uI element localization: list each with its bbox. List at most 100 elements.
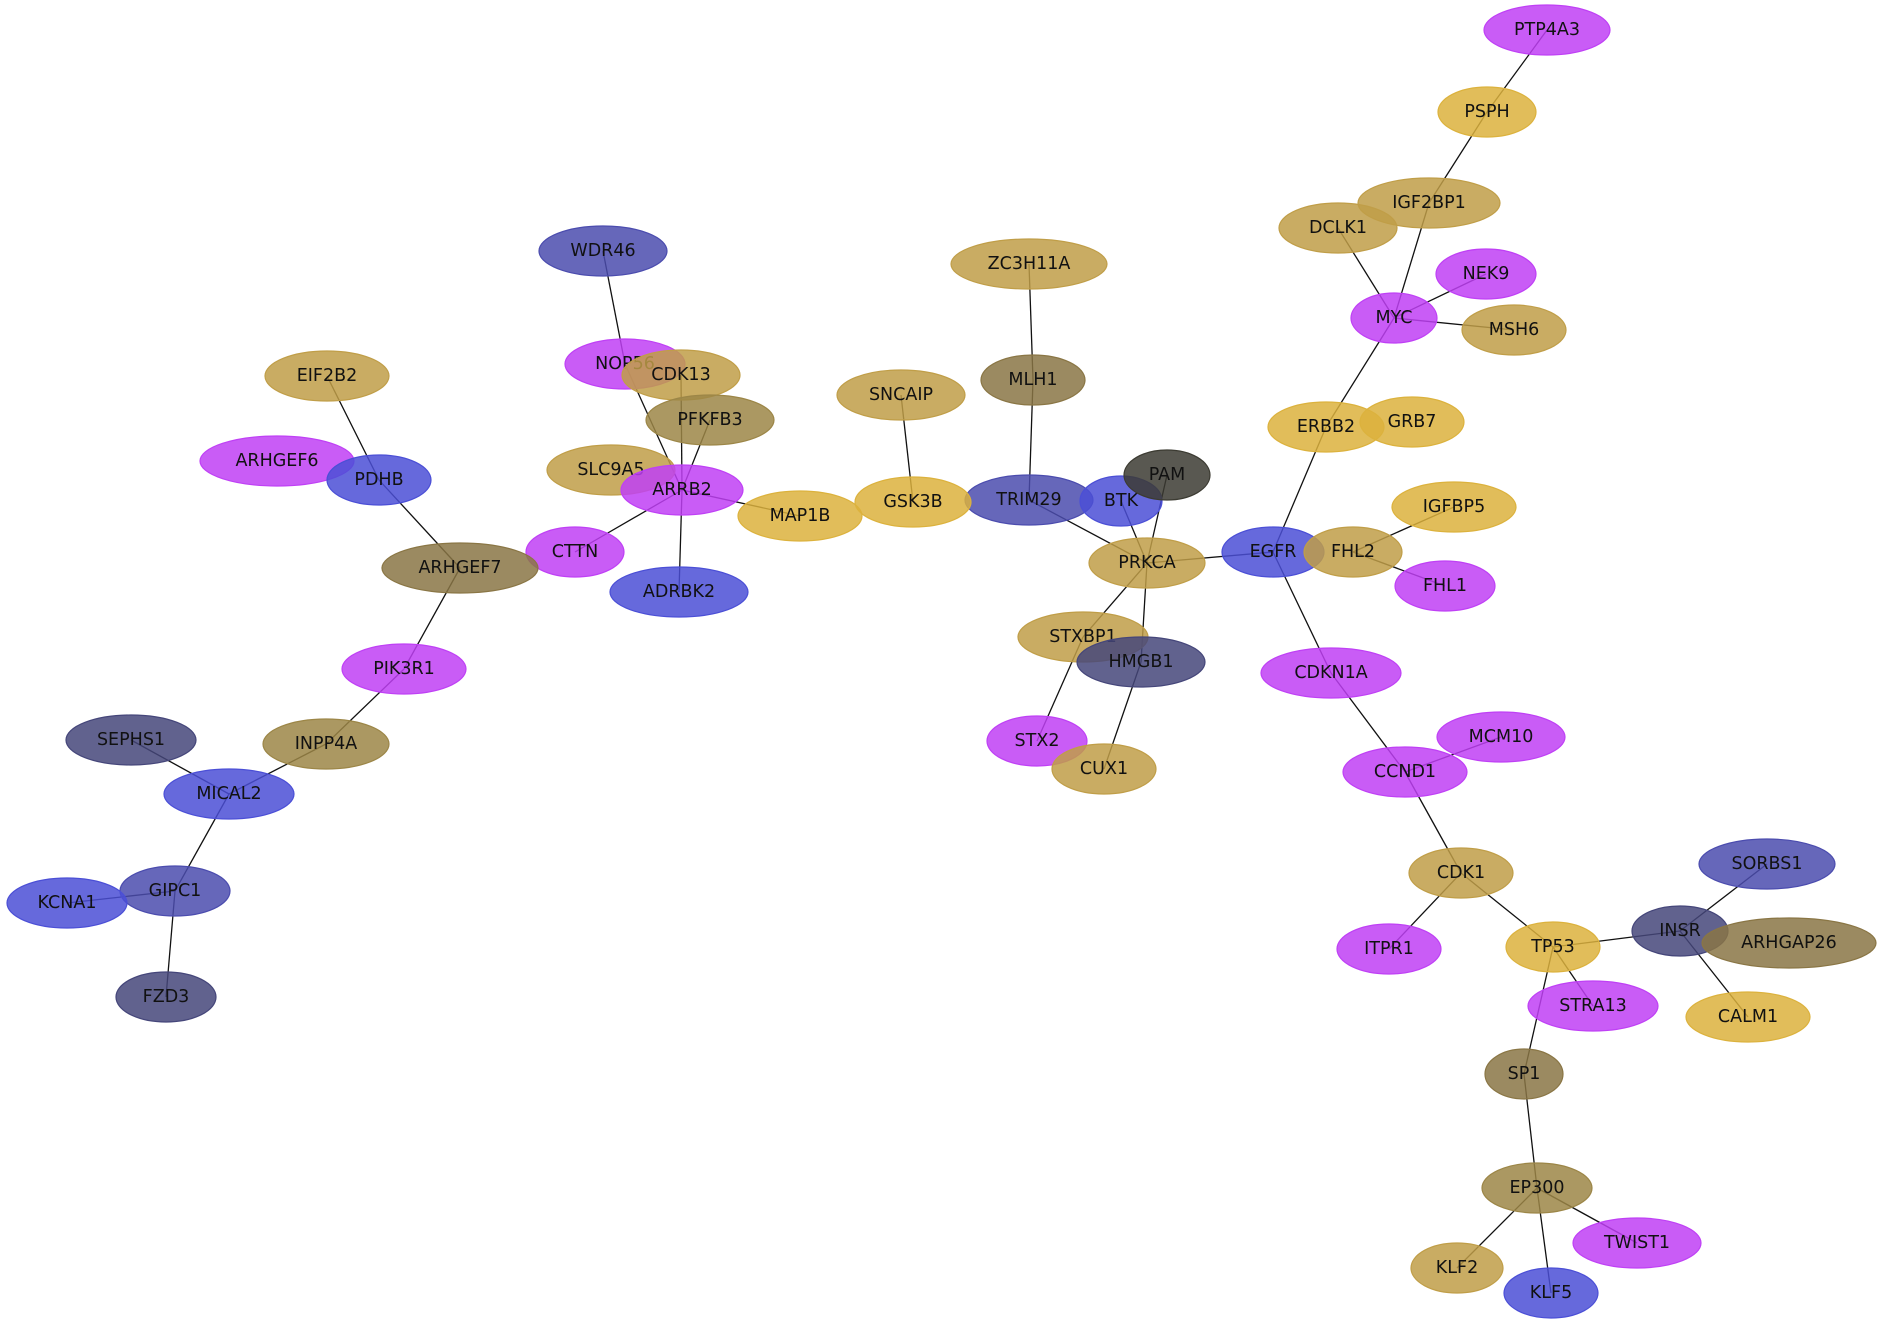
node-shape-msh6: [1461, 304, 1567, 356]
node-gipc1[interactable]: GIPC1: [119, 865, 231, 917]
node-shape-twist1: [1572, 1217, 1702, 1269]
node-stra13[interactable]: STRA13: [1527, 980, 1659, 1032]
node-shape-gsk3b: [854, 476, 972, 528]
node-label-kcna1: KCNA1: [38, 893, 97, 913]
node-hmgb1[interactable]: HMGB1: [1076, 636, 1206, 688]
node-shape-cdk1: [1408, 847, 1514, 899]
node-label-msh6: MSH6: [1489, 320, 1540, 340]
node-label-ccnd1: CCND1: [1374, 762, 1436, 782]
node-ep300[interactable]: EP300: [1481, 1162, 1593, 1214]
node-label-cdk1: CDK1: [1437, 863, 1485, 883]
node-gsk3b[interactable]: GSK3B: [854, 476, 972, 528]
node-shape-klf5: [1503, 1267, 1599, 1319]
node-label-map1b: MAP1B: [770, 506, 831, 526]
node-label-klf5: KLF5: [1530, 1283, 1572, 1303]
node-label-insr: INSR: [1659, 921, 1701, 941]
node-igfbp5[interactable]: IGFBP5: [1391, 481, 1517, 533]
node-igf2bp1[interactable]: IGF2BP1: [1357, 177, 1501, 229]
node-label-calm1: CALM1: [1718, 1007, 1778, 1027]
node-kcna1[interactable]: KCNA1: [6, 877, 128, 929]
node-mlh1[interactable]: MLH1: [980, 354, 1086, 406]
node-mcm10[interactable]: MCM10: [1436, 711, 1566, 763]
node-pfkfb3[interactable]: PFKFB3: [645, 394, 775, 446]
node-psph[interactable]: PSPH: [1437, 86, 1537, 138]
node-twist1[interactable]: TWIST1: [1572, 1217, 1702, 1269]
node-klf5[interactable]: KLF5: [1503, 1267, 1599, 1319]
node-shape-map1b: [737, 490, 863, 542]
node-label-ptp4a3: PTP4A3: [1514, 20, 1580, 40]
node-msh6[interactable]: MSH6: [1461, 304, 1567, 356]
node-dclk1[interactable]: DCLK1: [1278, 202, 1398, 254]
node-shape-pdhb: [326, 454, 432, 506]
node-ptp4a3[interactable]: PTP4A3: [1483, 4, 1611, 56]
node-cdk13[interactable]: CDK13: [621, 349, 741, 401]
node-label-itpr1: ITPR1: [1364, 939, 1414, 959]
node-adrbk2[interactable]: ADRBK2: [609, 566, 749, 618]
node-shape-pfkfb3: [645, 394, 775, 446]
node-fhl1[interactable]: FHL1: [1394, 560, 1496, 612]
node-calm1[interactable]: CALM1: [1685, 991, 1811, 1043]
node-nek9[interactable]: NEK9: [1435, 248, 1537, 300]
node-shape-cdkn1a: [1260, 647, 1402, 699]
node-shape-myc: [1350, 292, 1438, 344]
node-shape-nek9: [1435, 248, 1537, 300]
node-shape-sephs1: [65, 714, 197, 766]
node-label-pam: PAM: [1149, 465, 1186, 485]
node-shape-igf2bp1: [1357, 177, 1501, 229]
node-fzd3[interactable]: FZD3: [115, 971, 217, 1023]
node-arhgap26[interactable]: ARHGAP26: [1701, 917, 1877, 969]
node-arhgef7[interactable]: ARHGEF7: [381, 542, 539, 594]
node-shape-grb7: [1359, 396, 1465, 448]
node-label-sp1: SP1: [1508, 1064, 1541, 1084]
node-btk[interactable]: BTK: [1079, 475, 1163, 527]
node-shape-tp53: [1505, 921, 1601, 973]
node-label-stra13: STRA13: [1559, 996, 1627, 1016]
node-shape-stra13: [1527, 980, 1659, 1032]
node-label-psph: PSPH: [1464, 102, 1509, 122]
node-tp53[interactable]: TP53: [1505, 921, 1601, 973]
node-label-arhgef6: ARHGEF6: [235, 451, 318, 471]
node-grb7[interactable]: GRB7: [1359, 396, 1465, 448]
node-fhl2[interactable]: FHL2: [1303, 526, 1403, 578]
node-arhgef6[interactable]: ARHGEF6: [199, 435, 355, 487]
node-label-adrbk2: ADRBK2: [643, 582, 715, 602]
node-cux1[interactable]: CUX1: [1051, 743, 1157, 795]
node-sorbs1[interactable]: SORBS1: [1698, 838, 1836, 890]
node-myc[interactable]: MYC: [1350, 292, 1438, 344]
node-cdk1[interactable]: CDK1: [1408, 847, 1514, 899]
node-itpr1[interactable]: ITPR1: [1336, 923, 1442, 975]
node-arrb2[interactable]: ARRB2: [620, 464, 744, 516]
node-eif2b2[interactable]: EIF2B2: [264, 350, 390, 402]
node-map1b[interactable]: MAP1B: [737, 490, 863, 542]
edge-layer: [66, 29, 1768, 1294]
node-trim29[interactable]: TRIM29: [964, 474, 1094, 526]
node-cdkn1a[interactable]: CDKN1A: [1260, 647, 1402, 699]
node-shape-arhgef7: [381, 542, 539, 594]
node-pam[interactable]: PAM: [1123, 449, 1211, 501]
node-label-tp53: TP53: [1530, 937, 1575, 957]
node-sp1[interactable]: SP1: [1484, 1048, 1564, 1100]
node-sephs1[interactable]: SEPHS1: [65, 714, 197, 766]
node-label-cdkn1a: CDKN1A: [1294, 663, 1367, 683]
node-zc3h11a[interactable]: ZC3H11A: [950, 238, 1108, 290]
node-cttn[interactable]: CTTN: [525, 526, 625, 578]
node-prkca[interactable]: PRKCA: [1088, 537, 1206, 589]
node-shape-fhl2: [1303, 526, 1403, 578]
node-sncaip[interactable]: SNCAIP: [836, 369, 966, 421]
node-inpp4a[interactable]: INPP4A: [262, 718, 390, 770]
node-shape-mlh1: [980, 354, 1086, 406]
node-label-sephs1: SEPHS1: [97, 730, 165, 750]
node-ccnd1[interactable]: CCND1: [1342, 746, 1468, 798]
node-mical2[interactable]: MICAL2: [163, 768, 295, 820]
node-label-fhl1: FHL1: [1423, 576, 1467, 596]
node-pik3r1[interactable]: PIK3R1: [341, 643, 467, 695]
node-klf2[interactable]: KLF2: [1410, 1242, 1504, 1294]
node-label-egfr: EGFR: [1250, 542, 1297, 562]
node-label-pik3r1: PIK3R1: [373, 659, 435, 679]
node-shape-sorbs1: [1698, 838, 1836, 890]
node-shape-kcna1: [6, 877, 128, 929]
node-pdhb[interactable]: PDHB: [326, 454, 432, 506]
node-wdr46[interactable]: WDR46: [538, 225, 668, 277]
node-label-pfkfb3: PFKFB3: [677, 410, 742, 430]
